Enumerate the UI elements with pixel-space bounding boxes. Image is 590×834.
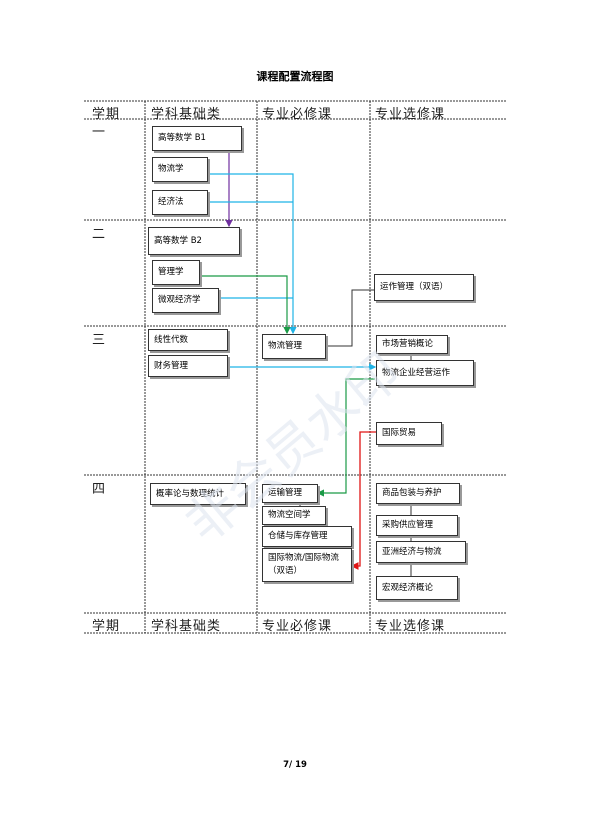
page-number: 7/ 19	[283, 760, 307, 770]
course-spatial-logistics: 物流空间学	[262, 506, 326, 525]
footer-header-elective: 专业选修课	[375, 619, 446, 634]
arrow-trade-to-intl-logistics	[350, 431, 376, 570]
connector-logistics-mgmt-to-ops	[326, 289, 374, 347]
header-term: 学期	[92, 107, 121, 122]
course-transport-mgmt: 运输管理	[262, 484, 318, 503]
course-economic-law: 经济法	[152, 190, 208, 215]
course-packaging: 商品包装与养护	[376, 483, 460, 504]
course-intl-logistics: 国际物流/国际物流（双语）	[262, 548, 352, 582]
term-1-label: 一	[92, 125, 106, 140]
course-logistics-mgmt: 物流管理	[262, 334, 326, 359]
course-probability-stats: 概率论与数理统计	[150, 483, 246, 505]
header-foundation: 学科基础类	[151, 107, 222, 122]
course-financial-mgmt: 财务管理	[148, 355, 228, 377]
arrow-management-to-logistics-mgmt	[200, 275, 291, 335]
footer-header-term: 学期	[92, 619, 121, 634]
footer-header-foundation: 学科基础类	[151, 619, 222, 634]
course-math-b2: 高等数学 B2	[148, 227, 240, 255]
course-math-b1: 高等数学 B1	[152, 126, 242, 151]
course-logistics: 物流学	[152, 157, 208, 182]
course-linear-algebra: 线性代数	[148, 329, 228, 351]
course-operations-mgmt: 运作管理（双语）	[374, 274, 474, 301]
course-procurement: 采购供应管理	[376, 515, 458, 536]
course-enterprise-ops: 物流企业经营运作	[376, 360, 474, 386]
term-4-label: 四	[92, 482, 106, 497]
header-required: 专业必修课	[262, 107, 333, 122]
arrow-enterprise-to-transport	[316, 378, 375, 497]
course-micro-economics: 微观经济学	[152, 288, 219, 313]
header-elective: 专业选修课	[375, 107, 446, 122]
course-warehouse-mgmt: 仓储与库存管理	[262, 526, 352, 547]
course-macro-economics: 宏观经济概论	[376, 576, 458, 600]
course-intl-trade: 国际贸易	[376, 422, 442, 445]
course-management: 管理学	[152, 260, 200, 285]
page-title: 课程配置流程图	[256, 70, 334, 83]
term-3-label: 三	[92, 333, 106, 348]
course-marketing: 市场营销概论	[376, 335, 448, 354]
footer-header-required: 专业必修课	[262, 619, 333, 634]
arrow-logistics-to-logistics-mgmt	[208, 173, 297, 335]
term-2-label: 二	[92, 227, 106, 242]
course-asia-economy: 亚洲经济与物流	[376, 541, 466, 563]
